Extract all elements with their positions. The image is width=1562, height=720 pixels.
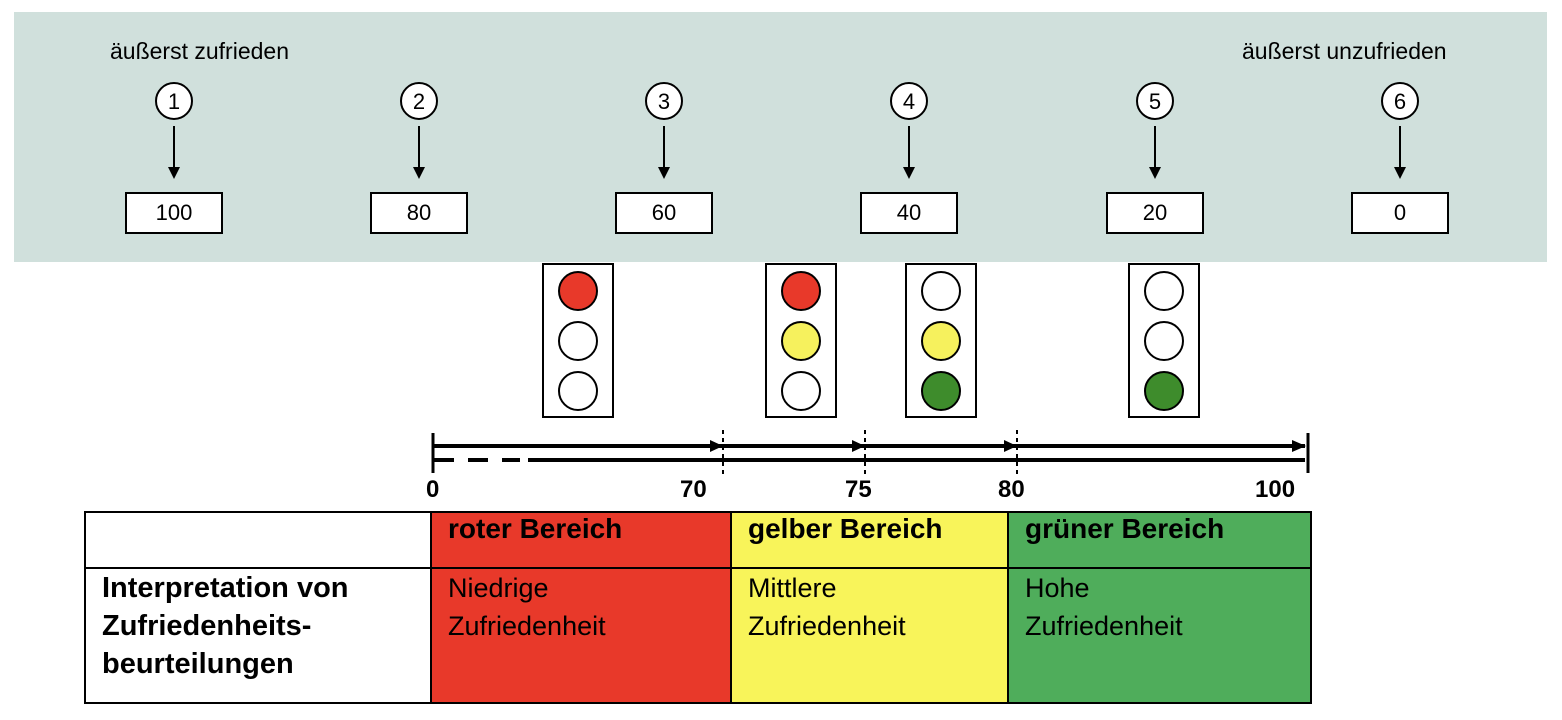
cell-line: Hohe bbox=[1025, 573, 1090, 603]
traffic-light-green bbox=[1128, 263, 1200, 418]
interpretation-table: roter Bereich gelber Bereich grüner Bere… bbox=[84, 511, 1312, 704]
lamp-bottom bbox=[781, 371, 821, 411]
arrowhead-icon bbox=[852, 440, 865, 452]
traffic-light-red bbox=[542, 263, 614, 418]
row-label-line: beurteilungen bbox=[102, 648, 294, 680]
scale-item-3: 3 60 bbox=[615, 82, 715, 234]
down-arrow-icon bbox=[418, 126, 420, 168]
tick-label-80: 80 bbox=[998, 476, 1025, 503]
green-zone-cell: Hohe Zufriedenheit bbox=[1007, 567, 1312, 704]
lamp-top bbox=[921, 271, 961, 311]
lamp-middle bbox=[921, 321, 961, 361]
row-label-cell: Interpretation von Zufriedenheits- beurt… bbox=[84, 567, 432, 704]
rank-circle: 3 bbox=[645, 82, 683, 120]
rank-circle: 4 bbox=[890, 82, 928, 120]
tick-label-75: 75 bbox=[845, 476, 872, 503]
green-zone-header: grüner Bereich bbox=[1007, 511, 1312, 569]
lamp-middle bbox=[1144, 321, 1184, 361]
lamp-bottom bbox=[921, 371, 961, 411]
score-box: 100 bbox=[125, 192, 223, 234]
score-box: 80 bbox=[370, 192, 468, 234]
lamp-middle bbox=[558, 321, 598, 361]
score-box: 0 bbox=[1351, 192, 1449, 234]
lamp-bottom bbox=[1144, 371, 1184, 411]
lamp-middle bbox=[781, 321, 821, 361]
lamp-top bbox=[558, 271, 598, 311]
rating-scale-panel bbox=[14, 12, 1547, 262]
traffic-light-yellow-green bbox=[905, 263, 977, 418]
cell-line: Mittlere bbox=[748, 573, 837, 603]
cell-line: Zufriedenheit bbox=[1025, 611, 1183, 641]
scale-left-label: äußerst zufrieden bbox=[110, 38, 289, 64]
traffic-light-red-yellow bbox=[765, 263, 837, 418]
row-label-line: Interpretation von bbox=[102, 572, 349, 604]
rank-circle: 6 bbox=[1381, 82, 1419, 120]
cell-line: Niedrige bbox=[448, 573, 549, 603]
arrowhead-icon bbox=[1004, 440, 1017, 452]
yellow-zone-cell: Mittlere Zufriedenheit bbox=[730, 567, 1009, 704]
lamp-bottom bbox=[558, 371, 598, 411]
down-arrow-icon bbox=[663, 126, 665, 168]
cell-line: Zufriedenheit bbox=[748, 611, 906, 641]
empty-header-cell bbox=[84, 511, 432, 569]
red-zone-cell: Niedrige Zufriedenheit bbox=[430, 567, 732, 704]
red-zone-header: roter Bereich bbox=[430, 511, 732, 569]
tick-label-100: 100 bbox=[1255, 476, 1296, 503]
down-arrow-icon bbox=[1399, 126, 1401, 168]
lamp-top bbox=[1144, 271, 1184, 311]
lamp-top bbox=[781, 271, 821, 311]
scale-item-1: 1 100 bbox=[125, 82, 225, 234]
down-arrow-icon bbox=[908, 126, 910, 168]
table-row: Interpretation von Zufriedenheits- beurt… bbox=[84, 567, 1312, 704]
arrowhead-icon bbox=[1292, 440, 1306, 452]
down-arrow-icon bbox=[1154, 126, 1156, 168]
row-label-line: Zufriedenheits- bbox=[102, 610, 312, 642]
tick-label-70: 70 bbox=[680, 476, 707, 503]
rank-circle: 5 bbox=[1136, 82, 1174, 120]
rank-circle: 1 bbox=[155, 82, 193, 120]
yellow-zone-header: gelber Bereich bbox=[730, 511, 1009, 569]
rank-circle: 2 bbox=[400, 82, 438, 120]
score-box: 40 bbox=[860, 192, 958, 234]
arrowhead-icon bbox=[710, 440, 723, 452]
score-box: 20 bbox=[1106, 192, 1204, 234]
cell-line: Zufriedenheit bbox=[448, 611, 606, 641]
scale-item-5: 5 20 bbox=[1106, 82, 1206, 234]
down-arrow-icon bbox=[173, 126, 175, 168]
scale-item-6: 6 0 bbox=[1351, 82, 1451, 234]
tick-label-0: 0 bbox=[426, 476, 440, 503]
table-header-row: roter Bereich gelber Bereich grüner Bere… bbox=[84, 511, 1312, 569]
scale-item-2: 2 80 bbox=[370, 82, 470, 234]
scale-right-label: äußerst unzufrieden bbox=[1242, 38, 1447, 64]
scale-item-4: 4 40 bbox=[860, 82, 960, 234]
score-box: 60 bbox=[615, 192, 713, 234]
